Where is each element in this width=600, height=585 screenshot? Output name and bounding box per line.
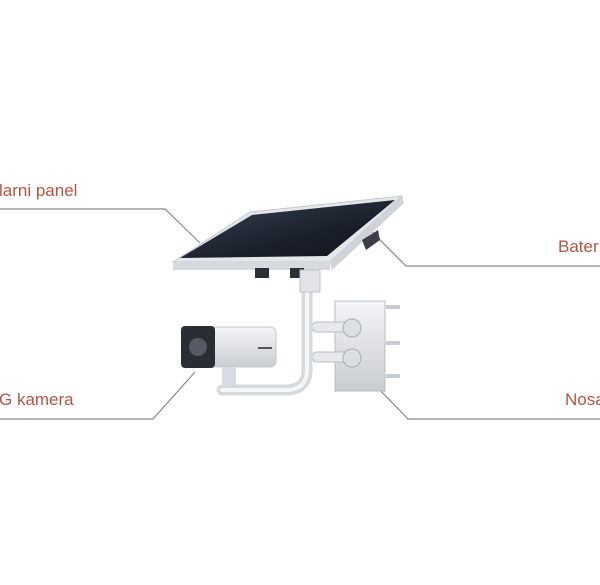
label-solar-panel: larni panel	[0, 181, 78, 200]
bullet-camera	[181, 326, 277, 385]
solar-panel	[171, 195, 404, 293]
leader-line-camera	[0, 371, 196, 420]
label-camera: G kamera	[0, 390, 74, 409]
leader-line-battery	[371, 231, 600, 267]
wall-mount-bracket	[311, 300, 400, 392]
label-mount: Nosa	[565, 390, 600, 409]
label-battery: Bater	[558, 237, 599, 256]
leader-line-solar-panel	[0, 208, 201, 244]
leader-line-mount	[376, 386, 600, 420]
